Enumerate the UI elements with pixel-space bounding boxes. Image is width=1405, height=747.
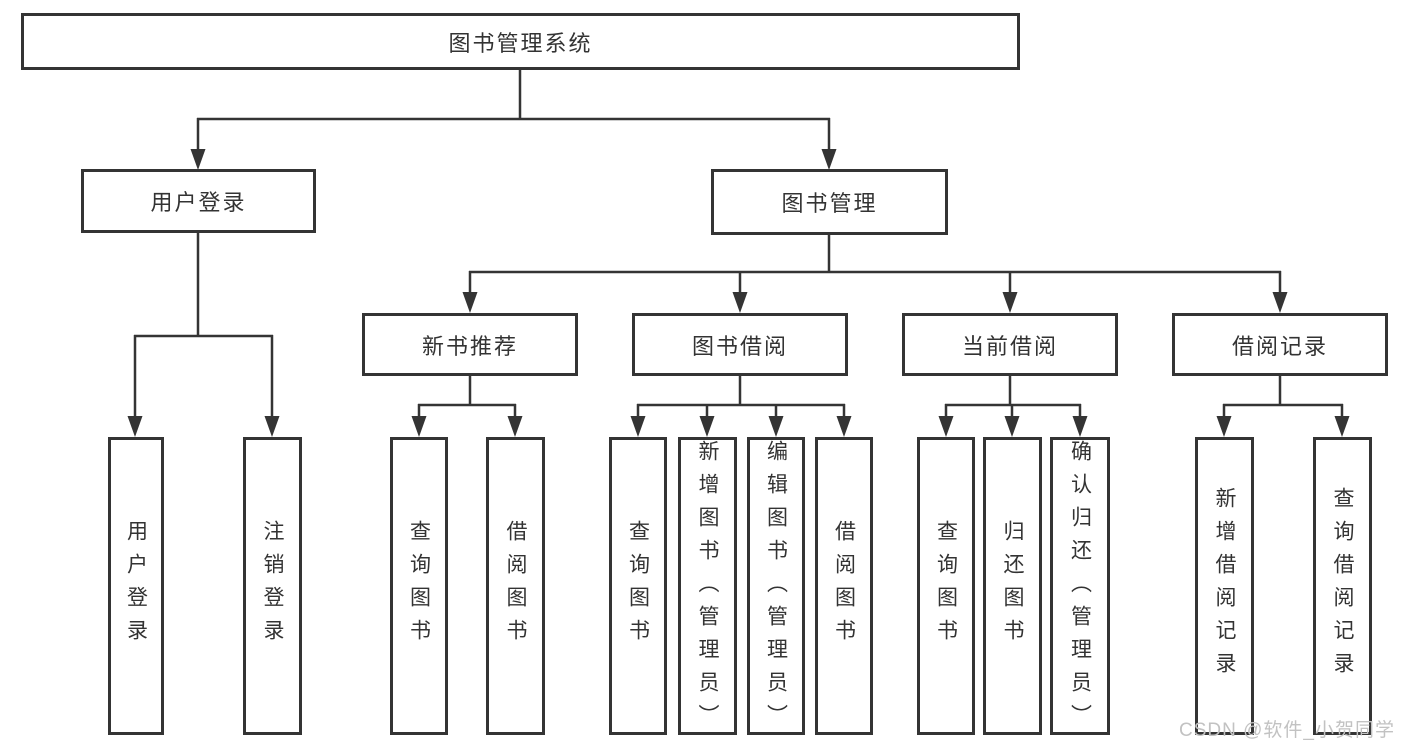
leaf-edit-books-admin: 编辑图书（管理员）	[747, 437, 805, 737]
node-label: 查询图书	[407, 520, 431, 652]
node-label: 图书借阅	[691, 333, 788, 359]
node-label: 用户登录	[150, 190, 247, 215]
node-label: 查询图书	[934, 520, 958, 652]
node-label: 借阅图书	[832, 520, 856, 652]
watermark: CSDN @软件_小贺同学	[1179, 720, 1395, 741]
node-user-login-module: 用户登录	[81, 169, 316, 233]
node-current-borrow: 当前借阅	[902, 313, 1118, 376]
node-borrow-records: 借阅记录	[1172, 313, 1388, 376]
node-book-borrow: 图书借阅	[632, 313, 848, 376]
leaf-query-books-borrow: 查询图书	[609, 437, 667, 735]
node-book-management: 图书管理	[711, 169, 948, 235]
leaf-borrow-books: 借阅图书	[815, 437, 873, 735]
node-label: 确认归还（管理员）	[1068, 440, 1092, 737]
node-label: 新书推荐	[421, 333, 518, 359]
leaf-return-books: 归还图书	[983, 437, 1042, 735]
leaf-logout: 注销登录	[243, 437, 302, 735]
leaf-borrow-books-recommend: 借阅图书	[486, 437, 545, 735]
leaf-query-borrow-record: 查询借阅记录	[1313, 437, 1372, 735]
node-label: 用户登录	[124, 520, 148, 652]
node-label: 借阅记录	[1231, 333, 1328, 359]
node-new-book-recommend: 新书推荐	[362, 313, 578, 376]
node-label: 注销登录	[261, 520, 284, 652]
node-label: 编辑图书（管理员）	[764, 440, 788, 737]
node-label: 新增图书（管理员）	[696, 440, 719, 737]
leaf-query-books-current: 查询图书	[917, 437, 975, 735]
node-library-system: 图书管理系统	[21, 13, 1020, 70]
node-label: 新增借阅记录	[1213, 487, 1236, 685]
node-label: 归还图书	[1001, 520, 1024, 652]
node-label: 查询图书	[626, 520, 650, 652]
node-label: 当前借阅	[961, 333, 1058, 359]
node-label: 借阅图书	[504, 520, 527, 652]
node-label: 查询借阅记录	[1331, 487, 1354, 685]
node-label: 图书管理	[781, 191, 878, 216]
leaf-query-books-recommend: 查询图书	[390, 437, 448, 735]
node-label: 图书管理系统	[448, 30, 593, 56]
leaf-add-borrow-record: 新增借阅记录	[1195, 437, 1254, 735]
leaf-confirm-return-admin: 确认归还（管理员）	[1050, 437, 1110, 737]
leaf-add-books-admin: 新增图书（管理员）	[678, 437, 737, 737]
leaf-user-login: 用户登录	[108, 437, 164, 735]
